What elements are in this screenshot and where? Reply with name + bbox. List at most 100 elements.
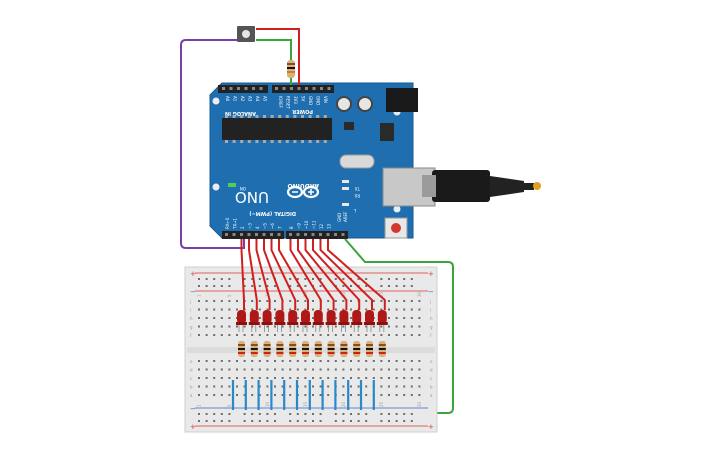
led[interactable] [339,310,349,324]
wire-green-gnd[interactable] [344,238,454,414]
led[interactable] [288,310,298,324]
power-pin-label: VIN [323,96,328,103]
pushbutton[interactable] [237,26,255,42]
digital-pin-label: ~11 [312,220,317,229]
breadboard-hole [281,325,284,328]
resistor-band [378,344,386,346]
digital-pin[interactable] [341,233,345,236]
digital-pin[interactable] [311,233,315,236]
digital-pin[interactable] [326,233,330,236]
led[interactable] [352,310,362,324]
breadboard-hole [213,334,216,336]
led[interactable] [262,310,272,324]
wire-red-led[interactable] [327,239,386,310]
breadboard-hole [296,308,299,311]
header-pin[interactable] [290,87,293,90]
header-pin[interactable] [320,87,323,90]
wire-red-led[interactable] [255,239,271,310]
breadboard-hole [236,377,238,379]
digital-pin[interactable] [270,233,273,236]
led-rim [248,322,260,325]
wire-red-led[interactable] [270,239,297,310]
header-pin[interactable] [244,87,248,90]
digital-pin[interactable] [225,233,228,236]
column-number: 25 [379,401,384,407]
breadboard-hole [304,325,307,328]
tx-led [342,180,349,183]
led[interactable] [249,310,259,324]
header-pin[interactable] [222,87,225,90]
wire-red-led[interactable] [240,239,245,310]
led[interactable] [365,310,374,324]
breadboard-hole [213,360,216,362]
wire-red-led[interactable] [248,239,258,310]
digital-pin[interactable] [247,233,251,236]
led[interactable] [301,310,310,324]
usb-cable[interactable] [422,170,541,202]
breadboard-hole [274,394,276,396]
header-pin[interactable] [282,87,286,90]
digital-pin[interactable] [296,233,300,236]
breadboard-hole [236,360,238,362]
breadboard-hole [220,325,223,328]
breadboard-hole [258,308,261,311]
wire-red-led[interactable] [278,239,309,310]
led[interactable] [326,310,336,324]
rail-hole [266,285,269,287]
digital-header-right[interactable] [286,231,348,239]
digital-pin[interactable] [262,233,266,236]
digital-pin[interactable] [304,233,307,236]
header-pin[interactable] [305,87,308,90]
digital-pin[interactable] [240,233,243,236]
pulldown-resistor[interactable] [287,60,295,78]
row-letter: b [430,385,433,390]
wire-green-button[interactable] [256,39,292,85]
header-pin[interactable] [237,87,240,90]
wire-red-led[interactable] [289,239,322,310]
digital-pin[interactable] [289,233,292,236]
digital-pin[interactable] [277,233,281,236]
breadboard-hole [327,334,330,336]
chip-lead [308,115,312,118]
digital-pin-label: 7 [278,226,283,229]
breadboard-hole [357,334,360,336]
header-pin[interactable] [252,87,255,90]
header-pin[interactable] [312,87,316,90]
led[interactable] [313,310,323,324]
wire-red-led[interactable] [304,239,348,310]
wire-red-led[interactable] [297,239,335,310]
wire-red-led[interactable] [263,239,284,310]
row-letter: e [190,359,193,364]
digital-pin[interactable] [334,233,337,236]
digital-pin[interactable] [255,233,258,236]
power-header[interactable] [272,85,334,93]
digital-pin[interactable] [319,233,322,236]
led[interactable] [237,310,246,324]
rail-hole [304,413,307,415]
wire-red-5v[interactable] [256,28,300,85]
digital-pin[interactable] [232,233,236,236]
header-pin[interactable] [297,87,301,90]
digital-header-left[interactable] [222,231,284,239]
resistor-band [238,344,245,346]
header-pin[interactable] [229,87,233,90]
breadboard-hole [410,394,413,396]
header-pin[interactable] [275,87,278,90]
led[interactable] [275,310,285,324]
row-letter: a [190,393,193,398]
breadboard-hole [205,325,208,328]
analog-header[interactable] [218,85,268,93]
power-pin-label: GND [308,96,313,105]
wire-red-led[interactable] [319,239,373,310]
header-pin[interactable] [259,87,263,90]
power-jack[interactable] [386,88,418,112]
reset-button-cap[interactable] [391,223,401,233]
wire-purple-button[interactable] [180,39,245,249]
resistor-band [302,348,309,350]
header-pin[interactable] [327,87,331,90]
led[interactable] [377,310,387,324]
breadboard-hole [319,394,322,396]
wire-red-led[interactable] [312,239,361,310]
